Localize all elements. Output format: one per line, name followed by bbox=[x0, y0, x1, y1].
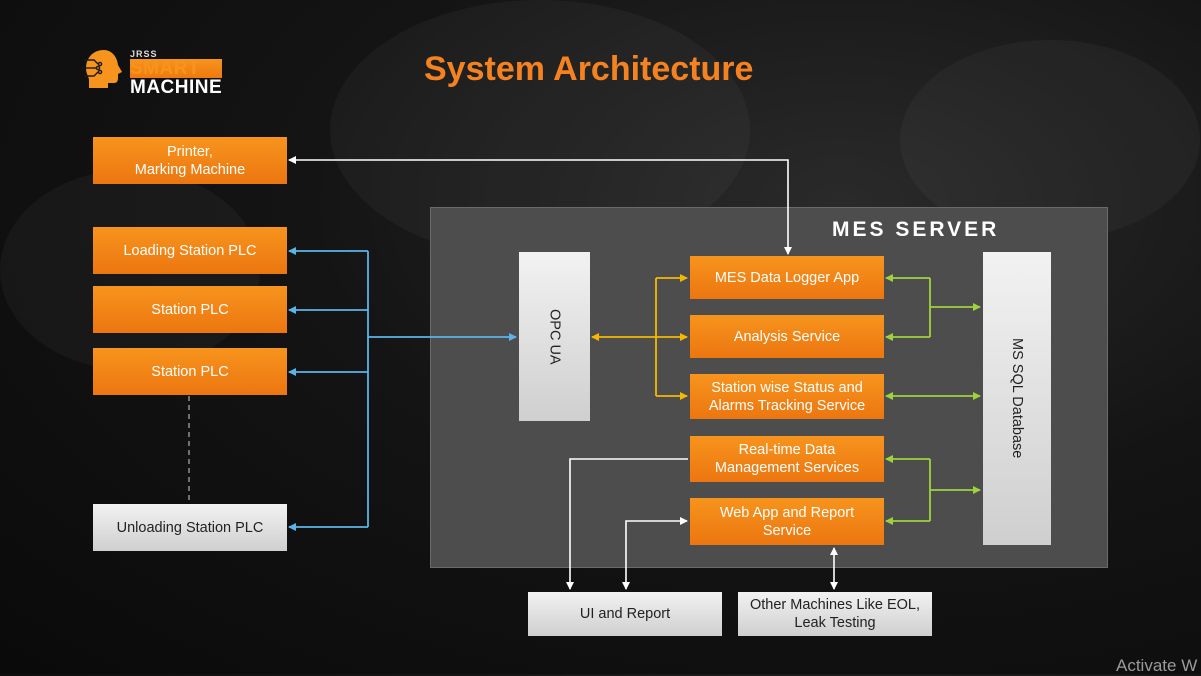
webapp-ui-link bbox=[622, 517, 688, 590]
page-title: System Architecture bbox=[424, 50, 754, 88]
realtime-label-line-1: Real-time Data bbox=[738, 442, 836, 458]
webapp-label-line-2: Service bbox=[762, 522, 812, 539]
opc-ua-label: OPC UA bbox=[546, 308, 563, 365]
loading-station-plc-box: Loading Station PLC bbox=[93, 227, 287, 274]
mes-server-title: MES SERVER bbox=[832, 218, 1000, 241]
printer-marking-machine-box: Printer,Marking Machine bbox=[93, 137, 287, 184]
logo-line-2: MACHINE bbox=[130, 77, 223, 98]
status-label-line-1: Station wise Status and bbox=[711, 379, 863, 396]
other-label-line-2: Leak Testing bbox=[794, 615, 876, 631]
logo-line-1: SMART bbox=[130, 59, 223, 78]
opc-service-links bbox=[591, 274, 688, 400]
database-links bbox=[885, 274, 981, 525]
brand-logo: JRSS SMART MACHINE bbox=[80, 46, 250, 98]
printer-label-line-2: Marking Machine bbox=[134, 161, 246, 178]
opc-ua-box: OPC UA bbox=[519, 252, 590, 421]
analysis-service-box: Analysis Service bbox=[690, 315, 884, 358]
logo-small-text: JRSS bbox=[130, 49, 158, 59]
activation-watermark: Activate W bbox=[1116, 656, 1198, 675]
ms-sql-database-box: MS SQL Database bbox=[983, 252, 1051, 545]
head-circuit-icon bbox=[82, 50, 122, 88]
unloading-station-plc-box: Unloading Station PLC bbox=[93, 504, 287, 551]
status-label-line-2: Alarms Tracking Service bbox=[708, 397, 866, 414]
ui-and-report-box: UI and Report bbox=[528, 592, 722, 636]
station-plc-box-1: Station PLC bbox=[93, 286, 287, 333]
realtime-label-line-2: Management Services bbox=[714, 460, 860, 476]
mes-data-logger-box: MES Data Logger App bbox=[690, 256, 884, 299]
other-machines-box: Other Machines Like EOL, Leak Testing bbox=[738, 592, 932, 636]
realtime-ui-link bbox=[566, 458, 688, 590]
printer-logger-link bbox=[288, 156, 792, 255]
database-label: MS SQL Database bbox=[1009, 338, 1025, 459]
station-plc-box-2: Station PLC bbox=[93, 348, 287, 395]
plc-bus bbox=[288, 247, 517, 531]
webapp-label-line-1: Web App and Report bbox=[719, 504, 855, 521]
other-label-line-1: Other Machines Like EOL, bbox=[749, 597, 921, 613]
printer-label-line-1: Printer, bbox=[167, 143, 213, 160]
